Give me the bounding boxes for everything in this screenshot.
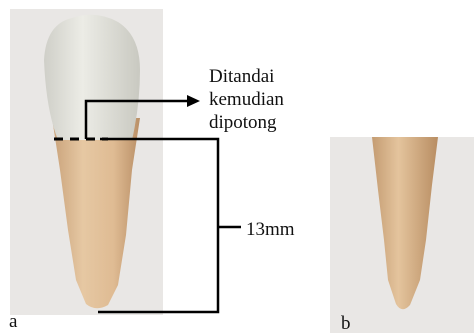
cut-annotation: Ditandai kemudian dipotong <box>209 65 284 134</box>
panel-a-label: a <box>9 312 17 331</box>
tooth-a-crown <box>44 15 140 140</box>
annotation-line-2: kemudian <box>209 88 284 111</box>
measurement-label: 13mm <box>246 219 295 241</box>
annotation-line-3: dipotong <box>209 111 284 134</box>
arrow-head-icon <box>187 95 200 107</box>
panel-b-label: b <box>341 314 351 333</box>
annotation-line-1: Ditandai <box>209 65 284 88</box>
